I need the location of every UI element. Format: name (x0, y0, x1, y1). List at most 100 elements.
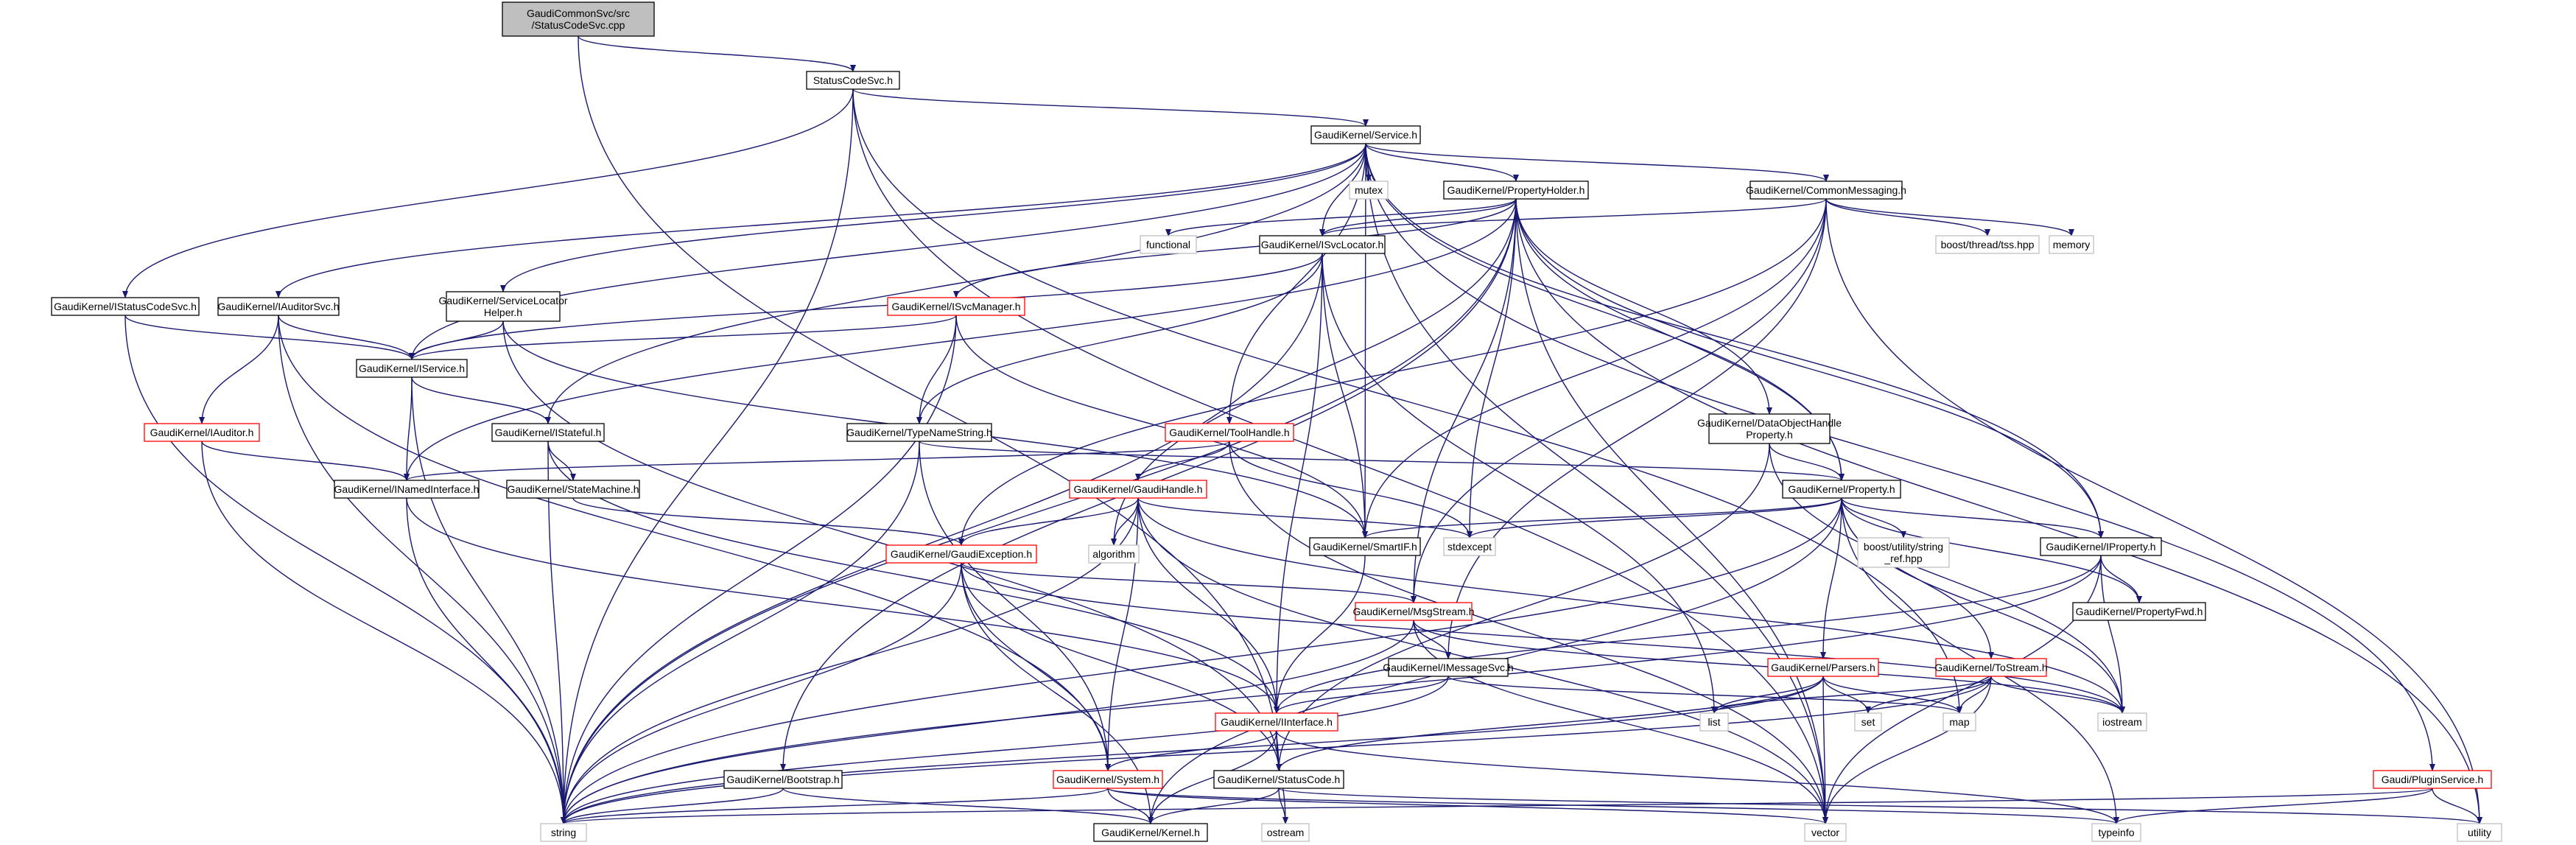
node-tns[interactable]: GaudiKernel/TypeNameString.h (846, 423, 992, 442)
node-utility[interactable]: utility (2457, 823, 2502, 842)
edge-root-to-scs (578, 35, 856, 72)
node-gh[interactable]: GaudiKernel/GaudiHandle.h (1069, 480, 1207, 499)
node-isvcmgr[interactable]: GaudiKernel/ISvcManager.h (887, 297, 1025, 316)
node-system[interactable]: GaudiKernel/System.h (1053, 770, 1163, 789)
node-iauditor[interactable]: GaudiKernel/IAuditor.h (144, 423, 260, 442)
edge-scs-to-svc (852, 88, 1369, 127)
node-iauds[interactable]: GaudiKernel/IAuditorSvc.h (217, 297, 340, 316)
node-prop[interactable]: GaudiKernel/Property.h (1782, 480, 1901, 499)
node-msgstream[interactable]: GaudiKernel/MsgStream.h (1353, 602, 1475, 621)
edge-prop-to-stdexcept (1467, 497, 1842, 539)
edge-bootstrap-to-string (561, 788, 784, 824)
node-set[interactable]: set (1854, 712, 1882, 732)
node-isvcloc[interactable]: GaudiKernel/ISvcLocator.h (1259, 235, 1386, 254)
node-vector[interactable]: vector (1804, 823, 1847, 842)
node-boosttss[interactable]: boost/thread/tss.hpp (1935, 235, 2040, 254)
node-label: GaudiCommonSvc/src (527, 7, 630, 19)
node-box (1443, 180, 1589, 200)
node-stdexcept[interactable]: stdexcept (1443, 537, 1496, 556)
edge-prop-to-iprop (1841, 497, 2104, 539)
node-propfwd[interactable]: GaudiKernel/PropertyFwd.h (2072, 602, 2206, 621)
node-label: GaudiKernel/System.h (1056, 774, 1159, 785)
node-label: GaudiKernel/Service.h (1314, 129, 1417, 141)
edge-cm-to-memory (1825, 198, 2074, 236)
edge-istateful-to-statem (547, 441, 576, 481)
node-box (1935, 235, 2040, 254)
edge-iinterface-to-typeinfo (1276, 730, 2119, 824)
node-kernel[interactable]: GaudiKernel/Kernel.h (1093, 823, 1208, 842)
edge-svc-to-iprop (1365, 143, 2104, 539)
node-label: mutex (1355, 184, 1383, 196)
node-label: _ref.hpp (1884, 553, 1923, 564)
node-box (2457, 823, 2502, 842)
node-iscs[interactable]: GaudiKernel/IStatusCodeSvc.h (51, 297, 200, 316)
node-iservice[interactable]: GaudiKernel/IService.h (356, 359, 468, 378)
edge-ph-to-stdexcept (1467, 198, 1517, 539)
node-label: GaudiKernel/INamedInterface.h (334, 483, 480, 495)
node-ostream[interactable]: ostream (1261, 823, 1310, 842)
node-tostream[interactable]: GaudiKernel/ToStream.h (1934, 658, 2048, 677)
node-memory[interactable]: memory (2049, 235, 2094, 254)
edge-bootstrap-to-kernel (782, 788, 1154, 824)
dependency-edges (122, 35, 2482, 824)
node-imsgsvc[interactable]: GaudiKernel/IMessageSvc.h (1383, 658, 1514, 677)
node-pluginsvc[interactable]: Gaudi/PluginService.h (2373, 770, 2492, 789)
node-label: GaudiKernel/ISvcLocator.h (1261, 239, 1384, 250)
node-list[interactable]: list (1699, 712, 1729, 732)
node-istateful[interactable]: GaudiKernel/IStateful.h (491, 423, 605, 442)
node-box (1165, 423, 1294, 442)
node-typeinfo[interactable]: typeinfo (2091, 823, 2141, 842)
node-mutex[interactable]: mutex (1349, 180, 1389, 200)
node-label: map (1949, 716, 1969, 728)
edge-cm-to-isvcloc (1319, 198, 1827, 236)
edge-gh-to-system (1105, 497, 1139, 771)
edge-ph-to-vector (1515, 198, 1828, 824)
node-box (2097, 712, 2147, 732)
edge-parsers-to-map (1822, 676, 1962, 714)
edge-ge-to-iostream (961, 562, 2125, 714)
edge-scs-to-map (852, 88, 1962, 714)
node-bsref[interactable]: boost/utility/string_ref.hpp (1857, 537, 1950, 568)
node-ge[interactable]: GaudiKernel/GaudiException.h (885, 544, 1037, 564)
node-ph[interactable]: GaudiKernel/PropertyHolder.h (1443, 180, 1589, 200)
edge-prop-to-bsref (1841, 497, 1906, 539)
node-box (1782, 480, 1901, 499)
node-label: GaudiKernel/StateMachine.h (508, 483, 639, 495)
node-cm[interactable]: GaudiKernel/CommonMessaging.h (1746, 180, 1906, 200)
edge-iprop-to-iinterface (1274, 555, 2102, 714)
node-smartif[interactable]: GaudiKernel/SmartIF.h (1309, 537, 1421, 556)
node-root[interactable]: GaudiCommonSvc/src/StatusCodeSvc.cpp (502, 1, 655, 37)
edge-iprop-to-propfwd (2100, 555, 2142, 603)
node-toolh[interactable]: GaudiKernel/ToolHandle.h (1165, 423, 1294, 442)
node-algorithm[interactable]: algorithm (1088, 544, 1140, 564)
node-label: GaudiKernel/CommonMessaging.h (1746, 184, 1906, 196)
node-box (1088, 544, 1140, 564)
node-statuscode[interactable]: GaudiKernel/StatusCode.h (1213, 770, 1344, 789)
edge-imsgsvc-to-iinterface (1274, 676, 1449, 714)
edge-ph-to-isvcloc (1319, 198, 1517, 236)
node-box (1854, 712, 1882, 732)
node-bootstrap[interactable]: GaudiKernel/Bootstrap.h (723, 770, 843, 789)
node-scs[interactable]: StatusCodeSvc.h (806, 71, 900, 90)
node-box (540, 823, 587, 842)
node-svc[interactable]: GaudiKernel/Service.h (1310, 125, 1421, 144)
node-box (1213, 770, 1344, 789)
edge-svc-to-isvcloc (1319, 143, 1366, 236)
node-string[interactable]: string (540, 823, 587, 842)
node-label: GaudiKernel/IAuditor.h (150, 427, 254, 438)
node-functional[interactable]: functional (1140, 235, 1197, 254)
node-label: GaudiKernel/ServiceLocator (438, 295, 567, 306)
node-parsers[interactable]: GaudiKernel/Parsers.h (1767, 658, 1879, 677)
edge-pluginsvc-to-string (561, 788, 2433, 824)
node-iostream[interactable]: iostream (2097, 712, 2147, 732)
node-iprop[interactable]: GaudiKernel/IProperty.h (2040, 537, 2162, 556)
node-inamed[interactable]: GaudiKernel/INamedInterface.h (334, 480, 480, 499)
node-iinterface[interactable]: GaudiKernel/IInterface.h (1215, 712, 1338, 732)
edge-isvcmgr-to-string (561, 315, 957, 824)
node-statem[interactable]: GaudiKernel/StateMachine.h (506, 480, 640, 499)
node-map[interactable]: map (1942, 712, 1976, 732)
edge-scs-to-iscs (122, 88, 854, 298)
